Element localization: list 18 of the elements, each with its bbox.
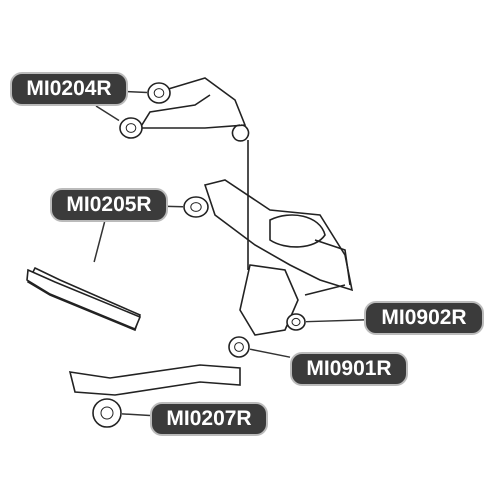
bushing-drawing <box>147 82 171 104</box>
part-number-label: MI0901R <box>290 352 408 386</box>
leader-line <box>128 90 148 94</box>
part-number-label: MI0902R <box>364 301 484 335</box>
bushing-drawing <box>228 336 250 358</box>
bushing-drawing <box>183 196 209 218</box>
part-number-label: MI0204R <box>10 72 128 106</box>
bushing-drawing <box>119 117 143 139</box>
bushing-drawing <box>92 398 122 428</box>
part-number-label: MI0207R <box>150 402 268 436</box>
leader-line <box>168 206 184 208</box>
leader-line <box>96 105 120 122</box>
leader-line <box>93 222 106 262</box>
bushing-drawing <box>286 313 306 331</box>
leader-line <box>122 413 150 416</box>
part-number-label: MI0205R <box>50 188 168 222</box>
leader-line <box>250 348 290 358</box>
leader-line <box>306 319 364 322</box>
